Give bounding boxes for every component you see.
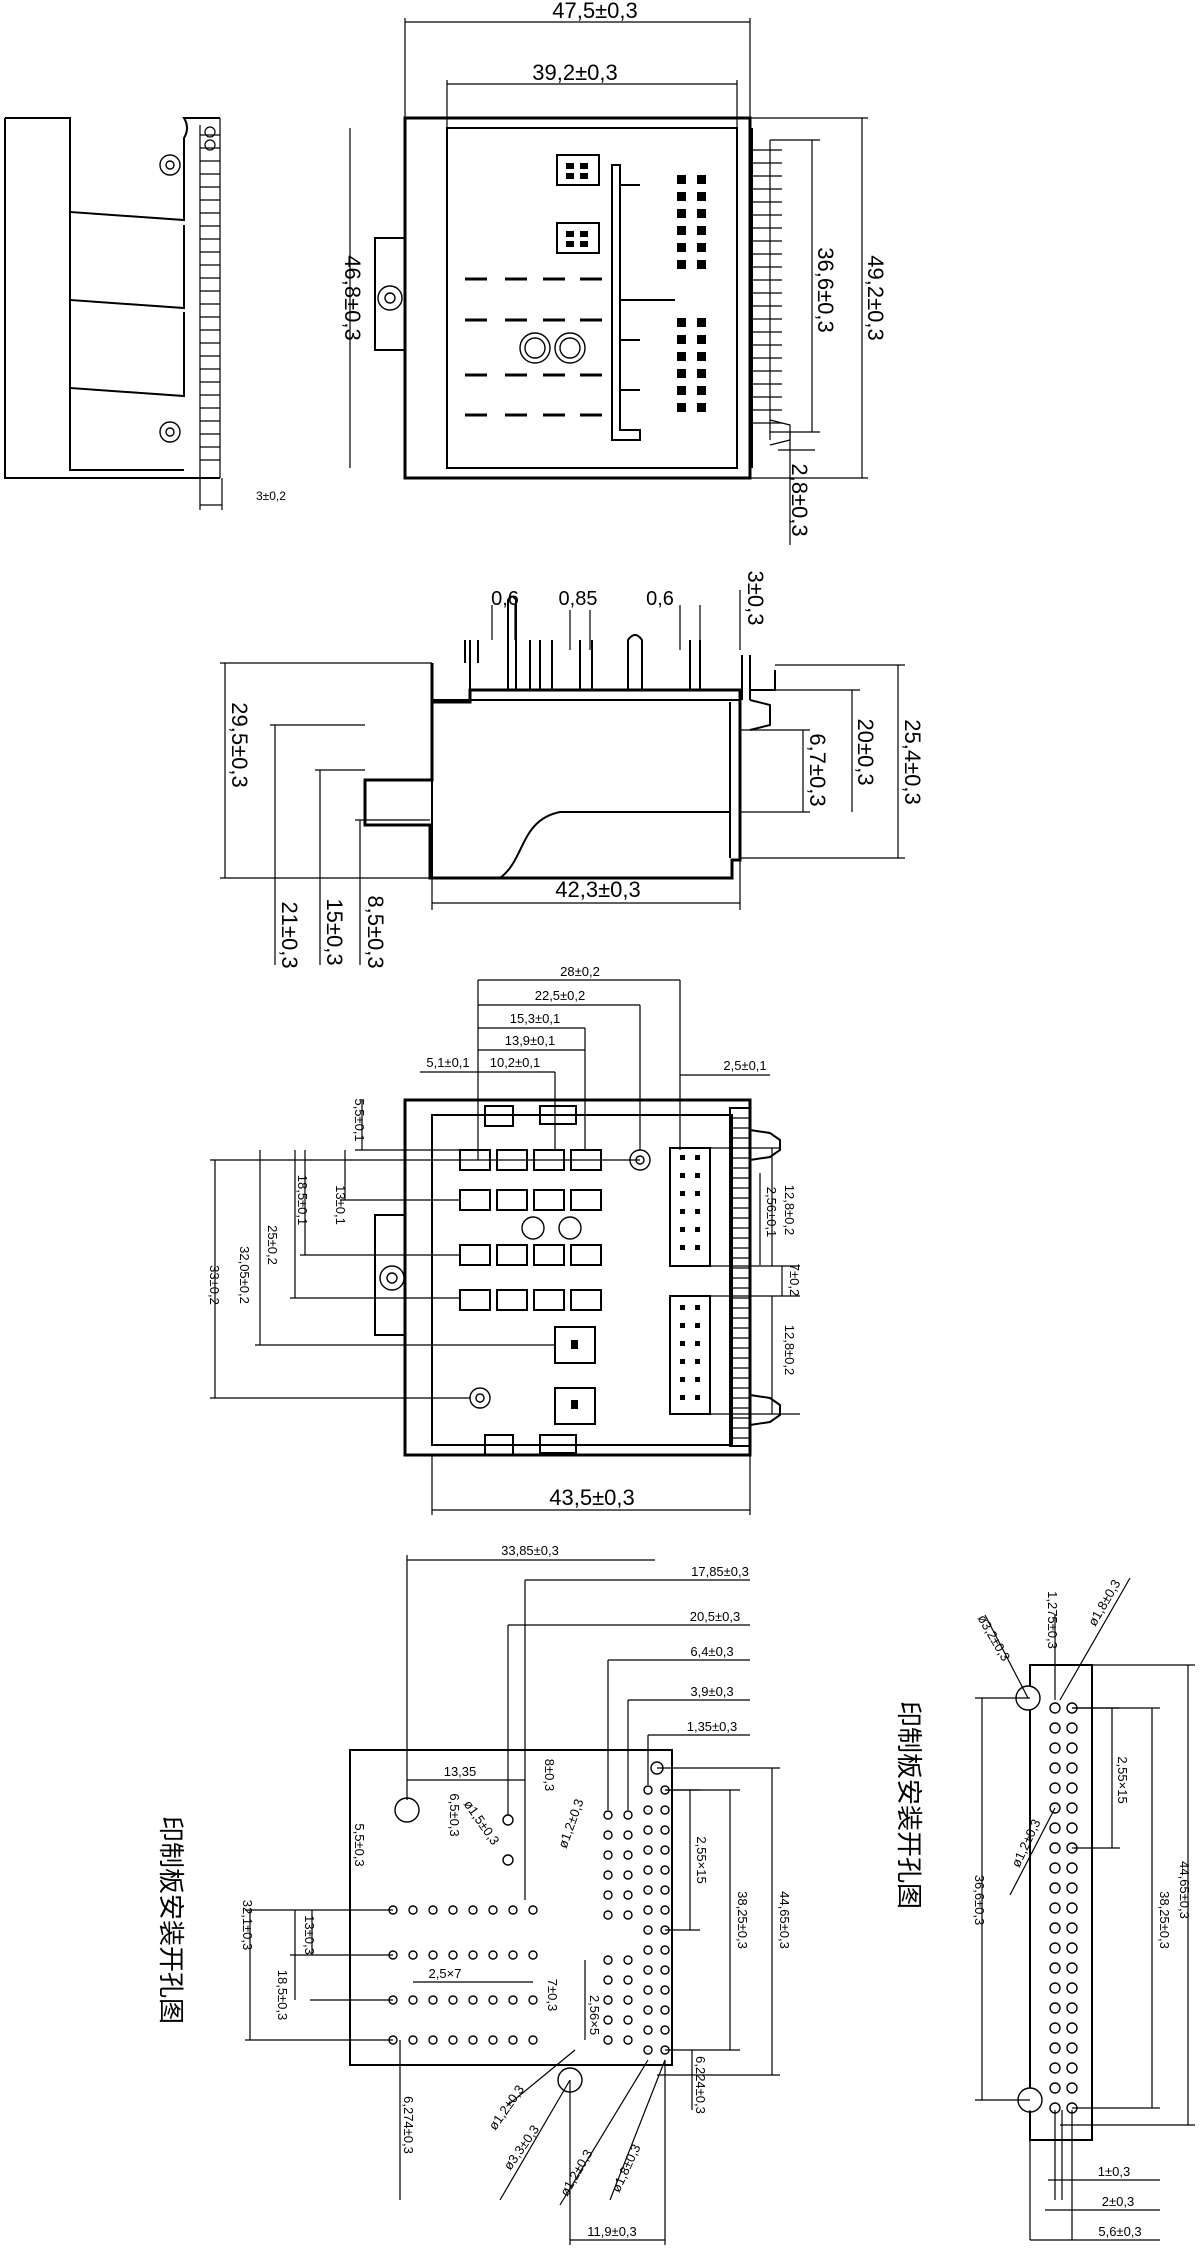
dim-d25: 25±0,2: [265, 1225, 280, 1265]
dim-1-2a: ø1,2±0,3: [555, 1797, 587, 1850]
pcb-hole-grid: [388, 1785, 670, 2055]
dim-11-9: 11,9±0,3: [587, 2224, 637, 2239]
dim-pin-span: 36,6±0,3: [813, 247, 838, 332]
connector-pins: [680, 1155, 700, 1400]
dim-d10: 10,2±0,1: [490, 1055, 541, 1070]
dim-pin-width-b: 0,85: [559, 588, 598, 610]
dim-step-8: 8,5±0,3: [363, 895, 388, 968]
dim-d22: 22,5±0,2: [535, 988, 586, 1003]
dim-height-29: 29,5±0,3: [227, 702, 252, 787]
dim-8: 8±0,3: [542, 1759, 557, 1791]
dim-depth: 42,3±0,3: [555, 877, 640, 902]
dim-d5-1: 5,1±0,1: [426, 1055, 469, 1070]
top-view: 3±0,2 47,5±0,3 39,2±0,3 46,8±0,3: [4, 0, 888, 545]
relay-blocks: [459, 1105, 651, 1456]
front-view: 28±0,2 22,5±0,2 15,3±0,1 13,9±0,1 10,2±0…: [207, 964, 802, 1515]
side-dim-1: 1±0,3: [1098, 2164, 1130, 2179]
heatsink-profile: 3±0,2: [4, 117, 286, 510]
dim-d13-9: 13,9±0,1: [505, 1033, 556, 1048]
dim-32-1: 32,1±0,3: [240, 1900, 255, 1951]
dim-pin-offset: 3±0,2: [256, 489, 286, 503]
dim-height-25: 25,4±0,3: [900, 719, 925, 804]
side-dim-38-25: 38,25±0,3: [1157, 1891, 1172, 1949]
dim-d2-56: 2,56±0,1: [764, 1187, 779, 1238]
dim-1-35: 1,35±0,3: [687, 1719, 738, 1734]
dim-d28: 28±0,2: [560, 964, 600, 979]
side-dim-5-6: 5,6±0,3: [1098, 2224, 1141, 2239]
dim-18-5: 18,5±0,3: [275, 1970, 290, 2021]
pcb-layout-main: 印制板安装开孔图: [156, 1543, 792, 2245]
dim-17-85: 17,85±0,3: [691, 1564, 749, 1579]
dim-d2-5: 2,5±0,1: [723, 1058, 766, 1073]
side-hole-columns: [1049, 1702, 1078, 2114]
dim-d12-8a: 12,8±0,2: [782, 1185, 797, 1236]
edge-pins: [751, 128, 791, 468]
dim-step-21: 21±0,3: [277, 901, 302, 968]
dim-1-5: ø1,5±0,3: [461, 1797, 503, 1848]
dim-3-3: ø3,3±0,3: [500, 2122, 542, 2173]
dim-1-2c: ø1,2±0,3: [557, 2147, 596, 2199]
dim-2-55x15: 2,55×15: [694, 1836, 709, 1883]
side-dim-2-55x15: 2,55×15: [1115, 1756, 1130, 1803]
side-dim-1-275: 1,275±0,3: [1045, 1591, 1060, 1649]
pin-grid-top: [677, 175, 706, 412]
dim-front-width: 43,5±0,3: [549, 1485, 634, 1510]
dim-1-8: ø1,8±0,3: [608, 2142, 643, 2195]
dim-6-224: 6,224±0,3: [693, 2056, 708, 2114]
side-dim-44-65: 44,65±0,3: [1177, 1861, 1192, 1919]
dim-20-5: 20,5±0,3: [690, 1609, 741, 1624]
dim-d13: 13±0,1: [333, 1185, 348, 1225]
dim-height-20: 20±0,3: [853, 718, 878, 785]
side-dim-1-2: ø1,2±0,3: [1008, 1817, 1043, 1870]
dim-3-9: 3,9±0,3: [690, 1684, 733, 1699]
dim-5-5: 5,5±0,3: [352, 1823, 367, 1866]
side-view: 0,6 0,85 0,6 3±0,3 29,5±0,3 21±0,3 15±0,…: [220, 571, 925, 969]
pin-row: [199, 118, 221, 478]
side-dim-3-2: ø3,2±0,3: [975, 1612, 1014, 1664]
dim-d18: 18,5±0,1: [295, 1175, 310, 1226]
dim-overall-height: 49,2±0,3: [863, 255, 888, 340]
pcb-layout-side: 印制板安装开孔图 ø3,2±0,3 1,275±0,3 ø1,8±0,3 2,5…: [894, 1577, 1195, 2241]
dim-top-offset: 3±0,3: [743, 571, 768, 626]
module-body-top: 47,5±0,3 39,2±0,3 46,8±0,3: [340, 0, 888, 545]
dim-d15: 15,3±0,1: [510, 1011, 561, 1026]
dim-44-65: 44,65±0,3: [777, 1891, 792, 1949]
dim-inner-width: 39,2±0,3: [532, 60, 617, 85]
side-dim-1-8: ø1,8±0,3: [1085, 1577, 1124, 1629]
dim-step-15: 15±0,3: [322, 898, 347, 965]
dim-height-left: 46,8±0,3: [340, 255, 365, 340]
pcb-caption-main: 印制板安装开孔图: [156, 1816, 186, 2024]
dim-33-85: 33,85±0,3: [501, 1543, 559, 1558]
side-dim-2: 2±0,3: [1102, 2194, 1134, 2209]
dim-pin-width-c: 0,6: [646, 588, 674, 610]
dim-1-2b: ø1,2±0,3: [485, 2082, 527, 2133]
dim-overall-width: 47,5±0,3: [552, 0, 637, 23]
dim-d5-5: 5,5±0,1: [352, 1098, 367, 1141]
dim-d12-8b: 12,8±0,2: [782, 1325, 797, 1376]
dim-pin-offset-small: 2,8±0,3: [787, 463, 812, 536]
dim-6-4: 6,4±0,3: [690, 1644, 733, 1659]
dim-2-5x7: 2,5×7: [429, 1966, 462, 1981]
dim-height-6: 6,7±0,3: [805, 733, 830, 806]
dim-7: 7±0,3: [545, 1979, 560, 2011]
dim-13-35: 13,35: [444, 1764, 477, 1779]
dim-d7: 7±0,2: [787, 1264, 802, 1296]
dim-6-5: 6,5±0,3: [447, 1793, 462, 1836]
dim-13: 13±0,3: [302, 1915, 317, 1955]
dim-6-274: 6,274±0,3: [401, 2096, 416, 2154]
pcb-caption-side: 印制板安装开孔图: [894, 1701, 924, 1909]
dim-38-25: 38,25±0,3: [735, 1891, 750, 1949]
side-dim-36-6: 36,6±0,3: [972, 1875, 987, 1926]
dim-d32: 32,05±0,2: [237, 1246, 252, 1304]
dim-d33: 33±0,2: [207, 1265, 222, 1305]
dim-2-56x5: 2,56×5: [587, 1995, 602, 2035]
dim-pin-width-a: 0,6: [491, 588, 519, 610]
